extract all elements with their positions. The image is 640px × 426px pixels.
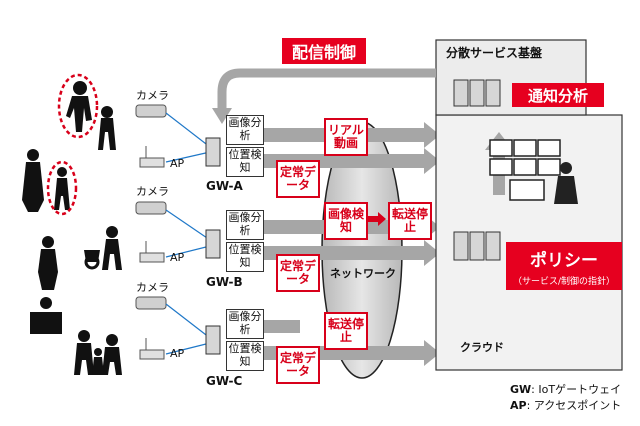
legend-gw-value: : IoTゲートウェイ [531,383,622,396]
red-arrows [366,212,386,226]
camera-gw-links [165,112,211,355]
image-analysis-module-b: 画像分析 [226,210,264,240]
ap-label-a: AP [170,157,185,170]
ap-icons [139,146,165,360]
legend-ap: AP: アクセスポイント [510,400,621,411]
transfer-stop-box-b: 転送停止 [388,202,432,240]
service-platform-title: 分散サービス基盤 [446,46,543,60]
image-detect-box-b: 画像検知 [324,202,368,240]
feedback-arrow [217,68,436,112]
haishin-seigyo-label: 配信制御 [282,38,366,64]
position-detect-module-b: 位置検知 [226,242,264,272]
teijo-data-box-b: 定常データ [276,254,320,292]
transfer-stop-box-c: 転送停止 [324,312,368,350]
policy-subtitle: （サービス/制御の指針） [512,276,616,287]
cloud-label: クラウド [460,341,504,354]
camera-label-b: カメラ [136,185,169,198]
ap-label-c: AP [170,347,185,360]
legend-gw: GW: IoTゲートウェイ [510,384,621,395]
real-video-box-a: リアル動画 [324,118,368,156]
ap-label-b: AP [170,251,185,264]
position-detect-module-c: 位置検知 [226,341,264,371]
policy-box: ポリシー （サービス/制御の指針） [506,242,622,290]
policy-title: ポリシー [530,250,598,271]
tsuchi-bunseki-label: 通知分析 [512,83,604,107]
legend-gw-key: GW [510,383,532,396]
camera-label-c: カメラ [136,281,169,294]
image-analysis-module-a: 画像分析 [226,115,264,145]
server-icons [205,79,501,355]
monitor-wall-icon [489,139,578,204]
people-silhouettes [22,81,122,375]
camera-icons [135,104,167,310]
teijo-data-box-c: 定常データ [276,346,320,384]
legend-ap-value: : アクセスポイント [526,399,622,412]
gateway-label-b: GW-B [206,275,243,289]
teijo-data-box-a: 定常データ [276,160,320,198]
gateway-label-a: GW-A [206,179,243,193]
position-detect-module-a: 位置検知 [226,147,264,177]
image-analysis-module-c: 画像分析 [226,309,264,339]
legend-ap-key: AP [510,399,527,412]
network-label: ネットワーク [330,267,396,280]
camera-label-a: カメラ [136,89,169,102]
gateway-label-c: GW-C [206,374,243,388]
highlight-ellipses [46,73,99,216]
